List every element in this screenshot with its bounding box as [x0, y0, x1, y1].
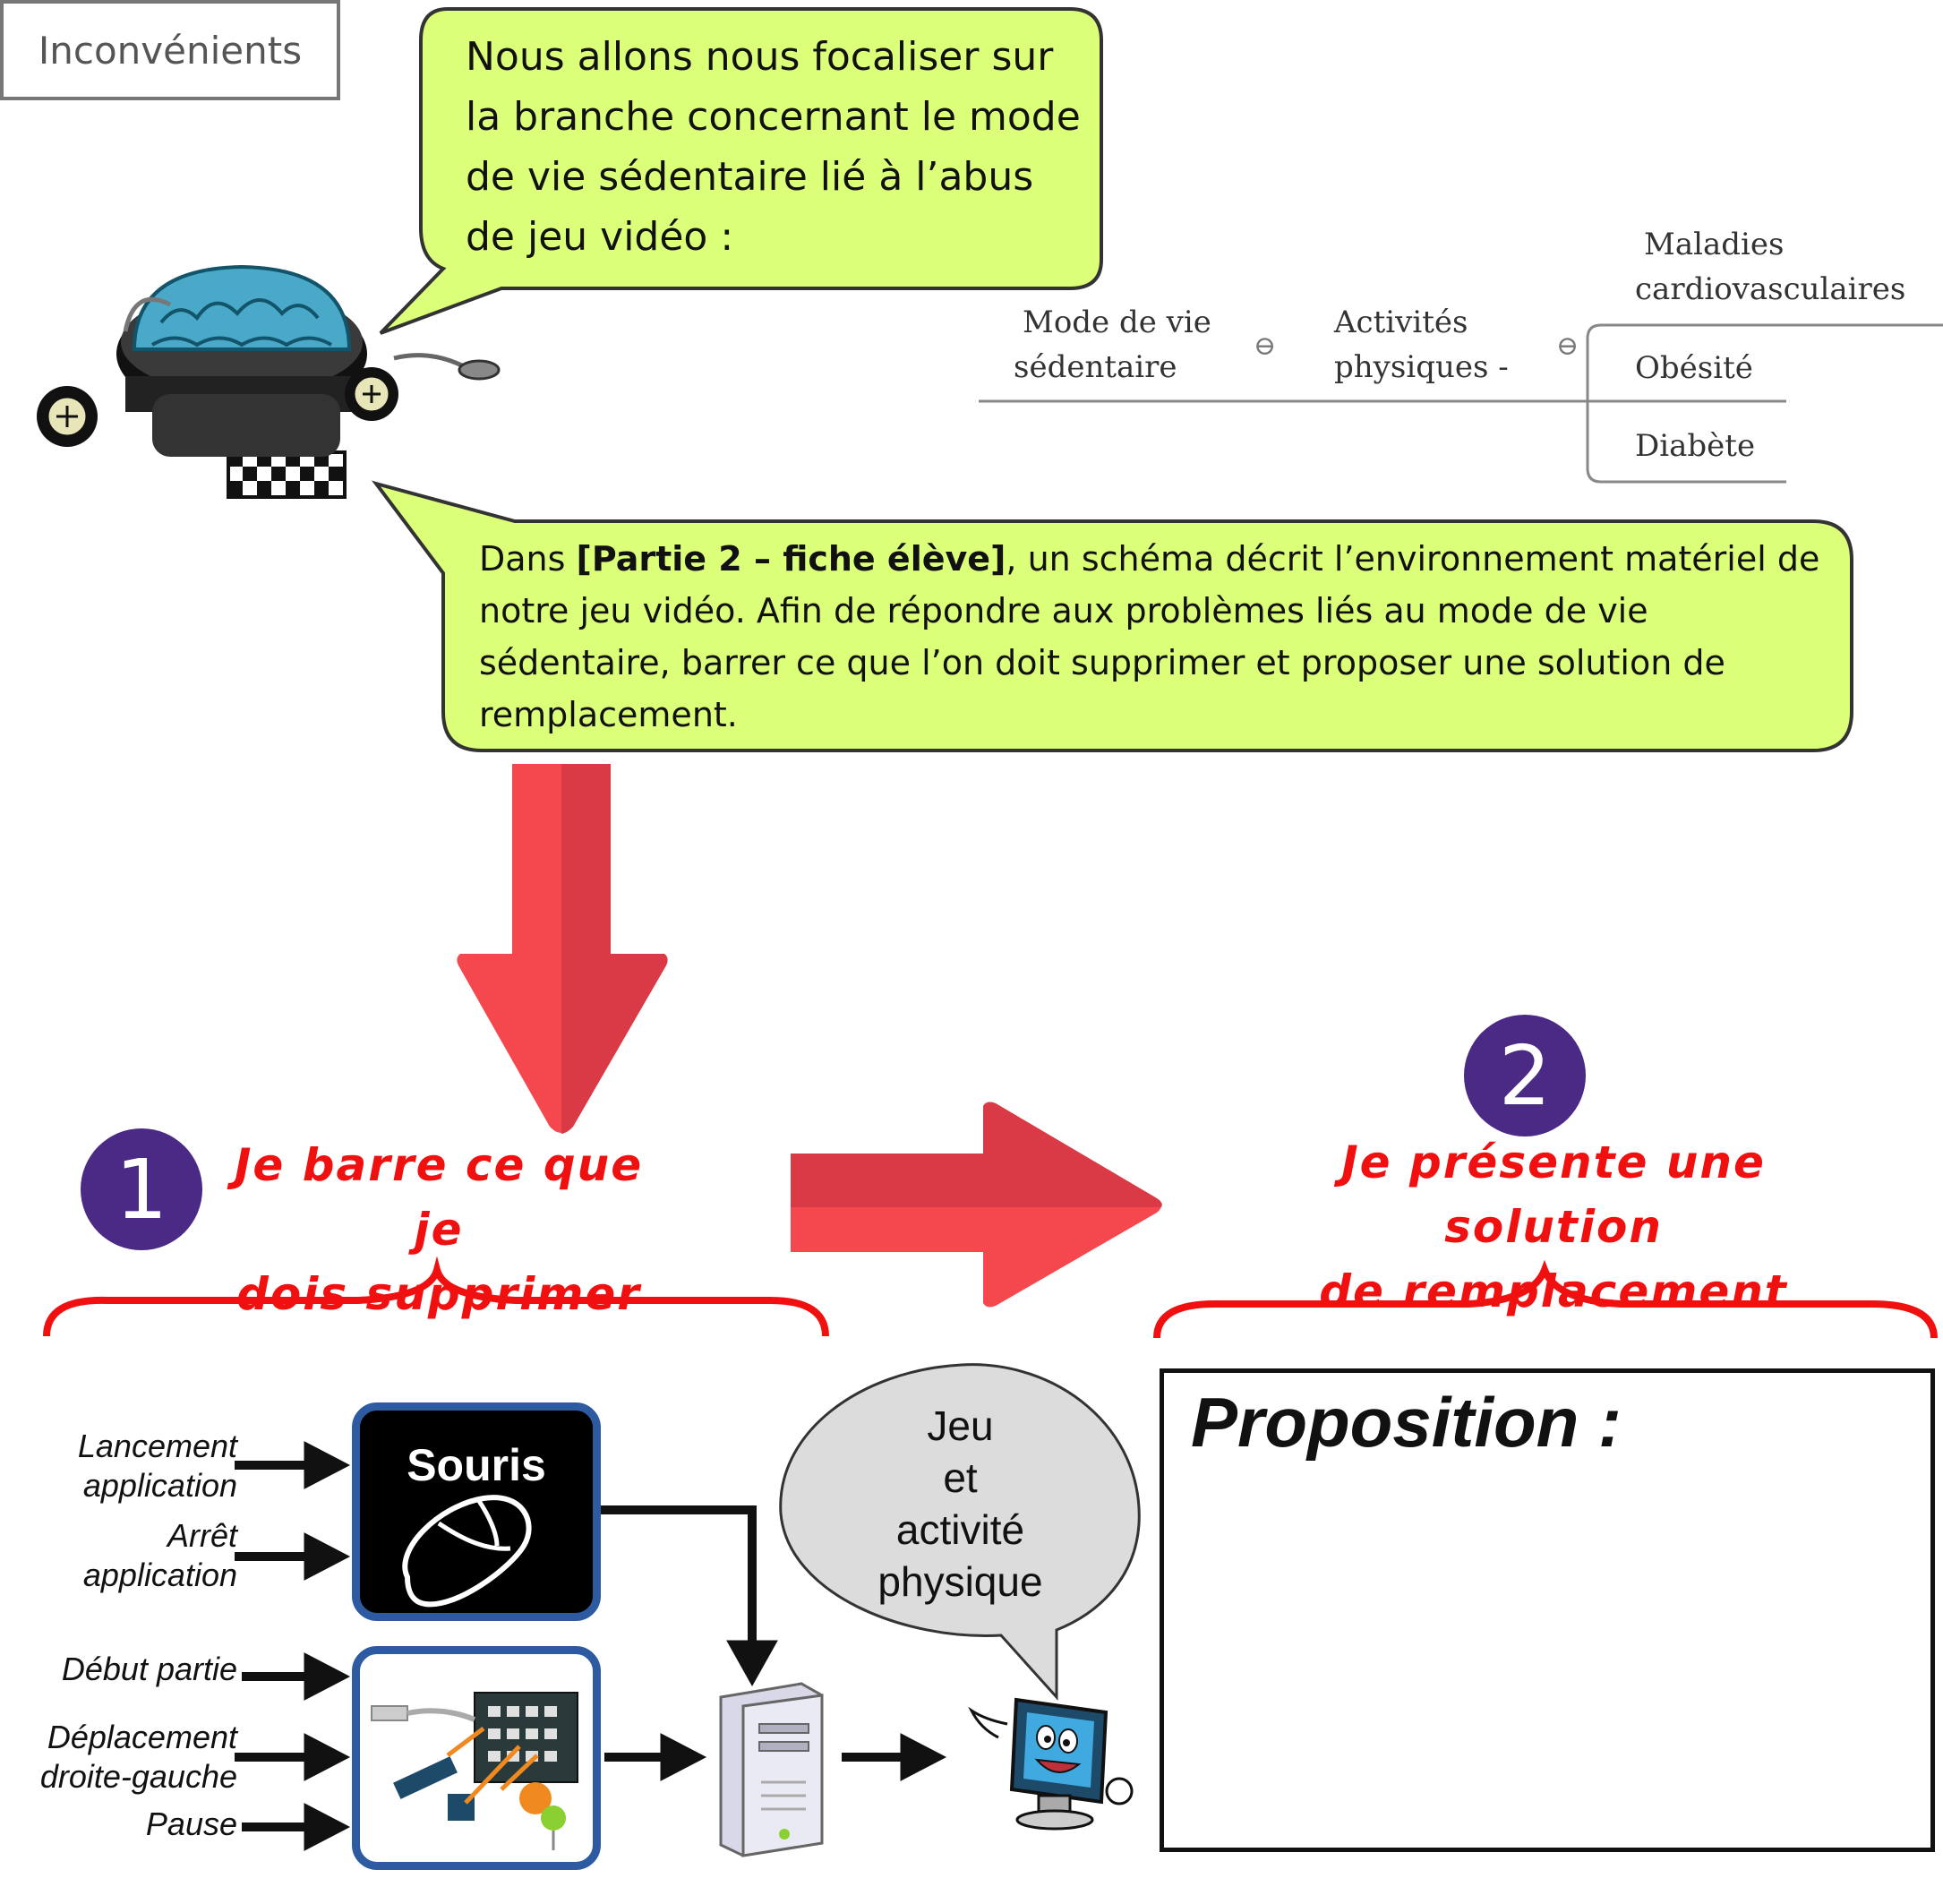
mindmap-leaf-line: cardiovasculaires: [1635, 271, 1906, 307]
input-label-lancement: Lancement application: [18, 1427, 237, 1505]
mouse-block: Souris: [352, 1402, 601, 1621]
mindmap-branch-sedentaire[interactable]: Mode de vie sédentaire: [1014, 300, 1211, 390]
mindmap-branch-line: sédentaire: [1014, 349, 1177, 385]
input-label-pause: Pause: [18, 1805, 237, 1844]
input-label-debut-partie: Début partie: [18, 1650, 237, 1689]
robot-brain-icon: [37, 264, 501, 499]
arduino-board-icon: [371, 1692, 578, 1850]
computer-to-monitor-arrow: [842, 1733, 947, 1781]
bubble-bottom-line: remplacement.: [479, 695, 738, 734]
computer-tower-icon: [719, 1682, 824, 1857]
bubble-bottom-line: Dans [Partie 2 – fiche élève], un schéma…: [479, 533, 1831, 585]
speech-bubble-bottom: [371, 480, 1853, 752]
step1-title-line: Je barre ce que je: [234, 1139, 644, 1256]
bubble-bottom-prefix: Dans: [479, 539, 577, 579]
speech-line: physique: [877, 1558, 1043, 1605]
proposition-box[interactable]: Proposition :: [1160, 1368, 1935, 1852]
mindmap-leaf-line: Maladies: [1644, 227, 1785, 262]
right-arrow: [791, 1102, 1162, 1308]
down-arrow: [457, 764, 668, 1134]
input-arrows: [235, 1441, 351, 1851]
speech-bubble-grey: [779, 1363, 1141, 1701]
step1-title: Je barre ce que je dois supprimer: [206, 1133, 672, 1326]
bubble-bottom-rest: , un schéma décrit l’environnement matér…: [1006, 539, 1820, 579]
brace-left: [43, 1256, 829, 1337]
bubble-bottom-bold: [Partie 2 – fiche élève]: [576, 539, 1006, 579]
mouse-label: Souris: [407, 1440, 546, 1490]
bubble-bottom-line: notre jeu vidéo. Afin de répondre aux pr…: [479, 591, 1648, 630]
step2-title-line: Je présente une solution: [1341, 1136, 1766, 1253]
bubble-top-text: Nous allons nous focaliser sur la branch…: [466, 27, 1092, 267]
step2-number-badge: 2: [1464, 1015, 1586, 1136]
step2-title: Je présente une solution de remplacement: [1240, 1130, 1867, 1324]
bubble-top-line: de vie sédentaire lié à l’abus: [466, 154, 1034, 200]
input-label-line: Arrêt: [167, 1517, 237, 1554]
mouse-to-computer-arrow: [601, 1505, 778, 1687]
step1-number-badge: 1: [81, 1128, 202, 1250]
collapse-icon[interactable]: ⊖: [1556, 330, 1579, 362]
input-label-line: application: [82, 1557, 237, 1593]
bubble-top-line: de jeu vidéo :: [466, 214, 734, 260]
collapse-icon[interactable]: ⊖: [1254, 330, 1277, 362]
smiling-monitor-icon: [968, 1697, 1134, 1831]
mindmap-branch-line: physiques -: [1334, 349, 1509, 385]
step1-title-line: dois supprimer: [236, 1268, 641, 1320]
board-to-computer-arrow: [604, 1733, 707, 1781]
speech-line: et: [943, 1454, 978, 1501]
bubble-bottom-line: sédentaire, barrer ce que l’on doit supp…: [479, 643, 1725, 682]
bubble-top-line: Nous allons nous focaliser sur: [466, 34, 1054, 80]
mindmap-root-node[interactable]: Inconvénients: [0, 0, 340, 100]
mindmap-leaf-obesite[interactable]: Obésité: [1635, 350, 1753, 386]
bubble-bottom-text: Dans [Partie 2 – fiche élève], un schéma…: [479, 533, 1831, 741]
bubble-top-line: la branche concernant le mode: [466, 94, 1081, 140]
mindmap-branch-line: Activités: [1334, 304, 1468, 340]
input-label-line: application: [82, 1467, 237, 1504]
proposition-label: Proposition :: [1191, 1383, 1622, 1462]
input-label-deplacement: Déplacement droite-gauche: [9, 1718, 237, 1797]
input-label-arret: Arrêt application: [18, 1516, 237, 1595]
input-label-line: Lancement: [77, 1428, 237, 1464]
mouse-icon: [402, 1495, 532, 1608]
input-label-line: Pause: [145, 1805, 237, 1842]
speech-text: Jeu et activité physique: [810, 1400, 1110, 1608]
speech-line: Jeu: [927, 1402, 994, 1449]
brace-right: [1153, 1259, 1938, 1339]
input-label-line: Début partie: [61, 1651, 237, 1687]
mindmap-connectors: [979, 323, 1943, 484]
speech-line: activité: [895, 1506, 1025, 1553]
input-label-line: droite-gauche: [39, 1758, 237, 1795]
mindmap-leaf-diabete[interactable]: Diabète: [1635, 428, 1756, 464]
speech-bubble-top: [379, 7, 1103, 335]
mindmap-branch-line: Mode de vie: [1023, 304, 1211, 340]
mindmap-leaf-maladies[interactable]: Maladies cardiovasculaires: [1635, 222, 1905, 312]
mindmap-branch-activites[interactable]: Activités physiques -: [1334, 300, 1509, 390]
input-label-line: Déplacement: [47, 1719, 237, 1755]
step2-title-line: de remplacement: [1319, 1265, 1788, 1317]
